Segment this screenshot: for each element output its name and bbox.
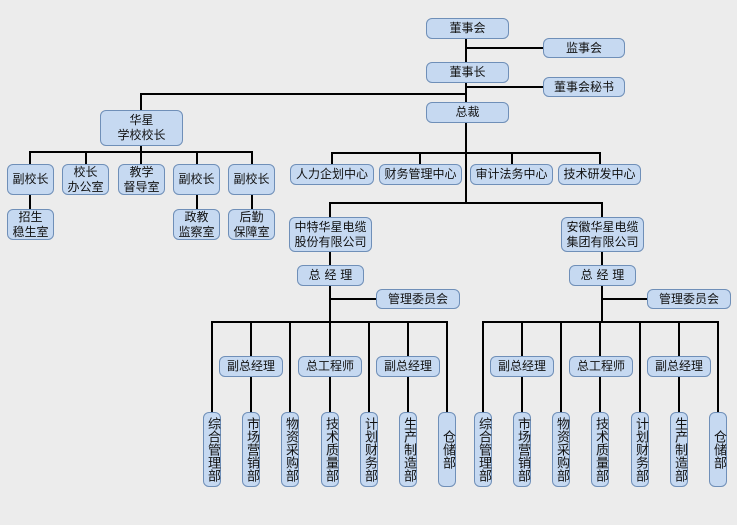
principal-office-box[interactable]: 校长 办公室	[62, 164, 109, 195]
department-box[interactable]: 计划财务部	[631, 412, 649, 487]
department-box[interactable]: 生产制造部	[399, 412, 417, 487]
center-box-finance[interactable]: 财务管理中心	[379, 164, 462, 185]
deputy-gm-box-1a[interactable]: 副总经理	[219, 356, 283, 377]
department-box[interactable]: 物资采购部	[281, 412, 299, 487]
chief-engineer-box-2[interactable]: 总工程师	[569, 356, 633, 377]
political-supervision-box[interactable]: 政教 监察室	[173, 209, 220, 240]
committee-box-2[interactable]: 管理委员会	[647, 289, 731, 309]
chief-engineer-box-1[interactable]: 总工程师	[298, 356, 362, 377]
chairman-box[interactable]: 董事长	[426, 62, 509, 83]
department-box[interactable]: 技术质量部	[321, 412, 339, 487]
board-of-supervisors-box[interactable]: 监事会	[543, 38, 625, 58]
deputy-gm-box-2a[interactable]: 副总经理	[490, 356, 554, 377]
department-box[interactable]: 生产制造部	[670, 412, 688, 487]
department-box[interactable]: 计划财务部	[360, 412, 378, 487]
board-of-directors-box[interactable]: 董事会	[426, 18, 509, 39]
department-box[interactable]: 仓储部	[709, 412, 727, 487]
vice-principal-box-3[interactable]: 副校长	[228, 164, 275, 195]
department-box[interactable]: 综合管理部	[474, 412, 492, 487]
company-box-zhongte[interactable]: 中特华星电缆 股份有限公司	[289, 217, 372, 252]
president-box[interactable]: 总裁	[426, 102, 509, 123]
general-manager-box-2[interactable]: 总 经 理	[569, 265, 636, 286]
company-box-anhui[interactable]: 安徽华星电缆 集团有限公司	[561, 217, 644, 252]
center-box-rnd[interactable]: 技术研发中心	[558, 164, 641, 185]
board-secretary-box[interactable]: 董事会秘书	[543, 77, 625, 97]
school-principal-box[interactable]: 华星 学校校长	[100, 110, 183, 146]
department-box[interactable]: 综合管理部	[203, 412, 221, 487]
department-box[interactable]: 市场营销部	[242, 412, 260, 487]
department-box[interactable]: 技术质量部	[591, 412, 609, 487]
center-box-audit[interactable]: 审计法务中心	[470, 164, 553, 185]
department-box[interactable]: 市场营销部	[513, 412, 531, 487]
department-box[interactable]: 物资采购部	[552, 412, 570, 487]
committee-box-1[interactable]: 管理委员会	[376, 289, 460, 309]
vice-principal-box-1[interactable]: 副校长	[7, 164, 54, 195]
teaching-supervision-box[interactable]: 教学 督导室	[118, 164, 165, 195]
deputy-gm-box-2b[interactable]: 副总经理	[647, 356, 711, 377]
admissions-office-box[interactable]: 招生 稳生室	[7, 209, 54, 240]
department-box[interactable]: 仓储部	[438, 412, 456, 487]
vice-principal-box-2[interactable]: 副校长	[173, 164, 220, 195]
logistics-office-box[interactable]: 后勤 保障室	[228, 209, 275, 240]
center-box-hr[interactable]: 人力企划中心	[290, 164, 374, 185]
deputy-gm-box-1b[interactable]: 副总经理	[376, 356, 440, 377]
general-manager-box-1[interactable]: 总 经 理	[297, 265, 364, 286]
